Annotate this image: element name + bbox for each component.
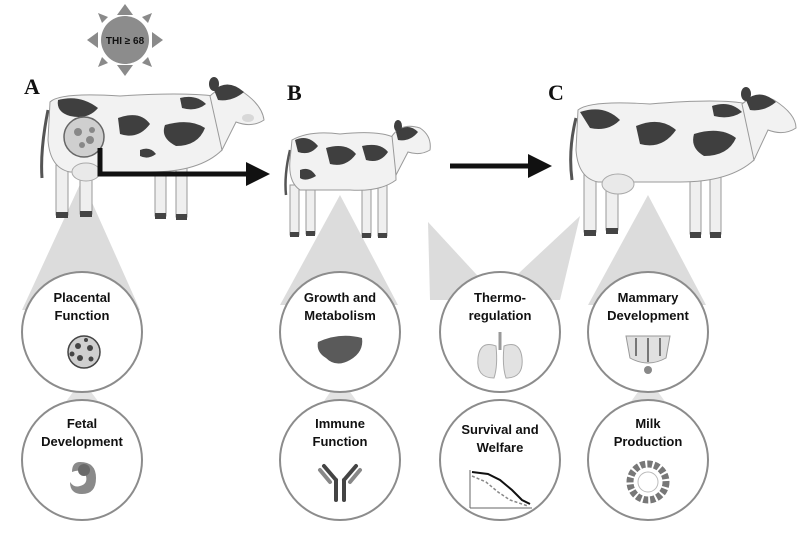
label-mammary-line2: Development [607, 308, 689, 323]
label-mammary-line1: Mammary [618, 290, 679, 305]
alveolus-icon [626, 460, 670, 504]
circle-mammary-development: Mammary Development [587, 271, 709, 393]
circle-placental-function: Placental Function [21, 271, 143, 393]
label-thermo-line1: Thermo- [474, 290, 526, 305]
label-immune-line1: Immune [315, 416, 365, 431]
mammary-gland-icon [625, 335, 671, 374]
fetus-icon [70, 462, 96, 494]
circle-growth-metabolism: Growth and Metabolism [279, 271, 401, 393]
survival-curve-icon [469, 470, 532, 509]
label-placental-line2: Function [55, 308, 110, 323]
placenta-icon [67, 335, 101, 369]
arrow-a-to-b [97, 148, 270, 186]
label-milk-line2: Production [614, 434, 683, 449]
lungs-icon [477, 332, 523, 379]
circle-immune-function: Immune Function [279, 399, 401, 521]
label-survival-line1: Survival and [461, 422, 538, 437]
label-placental-line1: Placental [53, 290, 110, 305]
pregnant-cow-illustration [40, 77, 265, 220]
label-thermo-line2: regulation [469, 308, 532, 323]
cone-a [22, 180, 140, 310]
label-milk-line1: Milk [635, 416, 661, 431]
panel-letter-b: B [287, 80, 302, 105]
calf-illustration [284, 120, 431, 238]
arrow-b-to-c [450, 154, 552, 178]
label-growth-line1: Growth and [304, 290, 376, 305]
label-immune-line2: Function [313, 434, 368, 449]
circle-milk-production: Milk Production [587, 399, 709, 521]
antibody-icon [318, 464, 362, 502]
circle-survival-welfare: Survival and Welfare [439, 399, 561, 521]
label-fetal-line1: Fetal [67, 416, 97, 431]
sun-icon: THI ≥ 68 [87, 4, 163, 76]
cone-b [280, 195, 398, 305]
label-survival-line2: Welfare [477, 440, 524, 455]
liver-icon [317, 335, 363, 364]
panel-letter-c: C [548, 80, 564, 105]
circle-thermoregulation: Thermo- regulation [439, 271, 561, 393]
label-fetal-line2: Development [41, 434, 123, 449]
label-growth-line2: Metabolism [304, 308, 376, 323]
cone-c [588, 195, 706, 305]
thi-label: THI ≥ 68 [106, 36, 145, 47]
adult-cow-illustration [569, 87, 797, 238]
circle-fetal-development: Fetal Development [21, 399, 143, 521]
panel-letter-a: A [24, 74, 40, 99]
